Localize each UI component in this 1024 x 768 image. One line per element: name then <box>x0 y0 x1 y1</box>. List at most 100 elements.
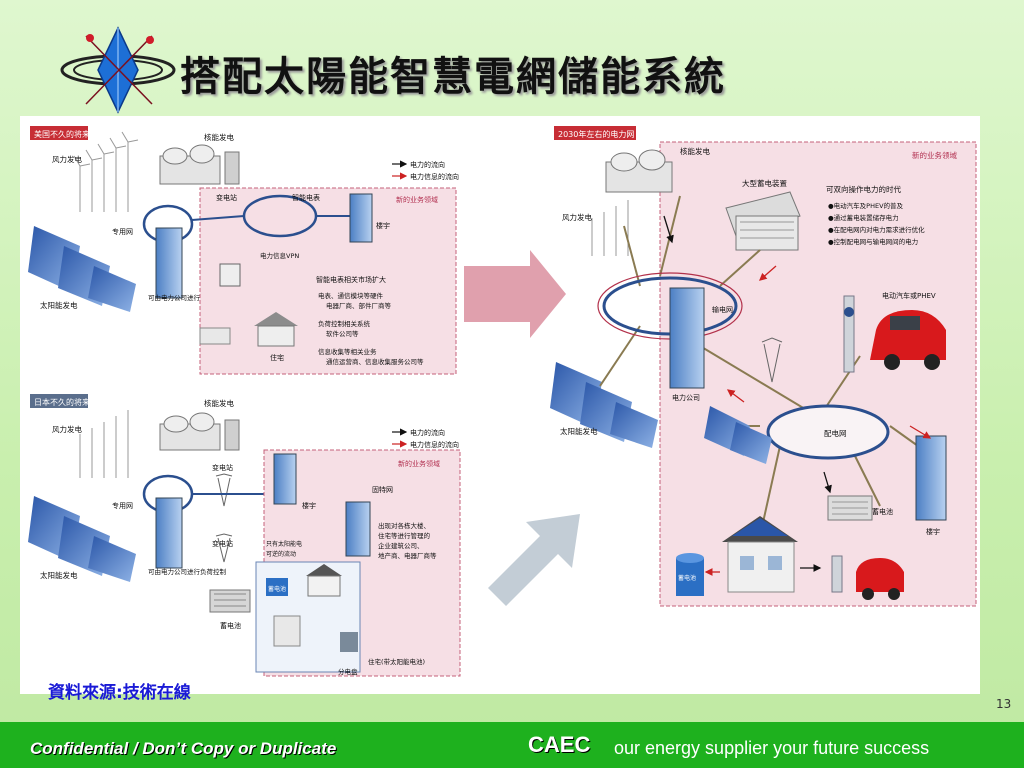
brand-name: CAEC <box>528 732 591 757</box>
jp-new-business-label: 新的业务领域 <box>398 459 440 468</box>
future-solar-label: 太阳能发电 <box>560 426 598 436</box>
us-house-label: 住宅 <box>270 353 284 362</box>
us-wind-label: 风力发电 <box>52 154 82 164</box>
us-appliance-icon <box>199 327 231 345</box>
jp-substation2-label: 变电站 <box>212 539 233 548</box>
future-bidir-title: 可双向操作电力的时代 <box>826 184 901 194</box>
jp-solar-label: 太阳能发电 <box>40 570 78 580</box>
future-substation-tower-icon <box>761 337 783 383</box>
us-house-icon <box>254 312 298 347</box>
future-storage-tank-label: 蓄电池 <box>678 574 696 582</box>
future-2030-section: 2030年左右的电力网 新的业务领域 核能发电 风力发电 太阳能发电 大型蓄电装… <box>550 126 977 607</box>
jp-dedicated-label: 专用网 <box>112 501 133 510</box>
jp-legend-power: 电力的流向 <box>410 428 445 437</box>
japan-future-section: 日本不久的将来 核能发电 风力发电 太阳能发电 专用网 可由电力公司进行负荷控制… <box>28 394 461 677</box>
jp-mgmt-line4: 地产商、电器厂商等 <box>378 551 437 560</box>
future-wind-turbines-icon <box>591 200 629 256</box>
future-transmission-label: 输电网 <box>712 305 733 314</box>
us-market-item3-detail: 通信运营商、信息收集服务公司等 <box>326 357 424 366</box>
future-feature-4: ●控制配电网与输电网间的电力 <box>828 237 918 246</box>
future-big-storage-icon <box>725 191 801 251</box>
us-header-label: 美国不久的将来 <box>34 129 90 139</box>
jp-building-label: 楼宇 <box>302 501 316 510</box>
future-solar-field-icon <box>704 406 772 464</box>
jp-solar-house-icon <box>306 564 342 597</box>
confidential-notice: Confidential / Don’t Copy or Duplicate <box>30 739 337 758</box>
jp-reverse-label: 可逆的流动 <box>266 550 296 558</box>
future-solar-panels-icon <box>550 362 658 448</box>
future-new-business-label: 新的业务领域 <box>912 150 957 160</box>
future-charging-pole-2-icon <box>831 555 843 593</box>
us-meter-device-icon <box>219 263 241 287</box>
future-distribution-label: 配电网 <box>824 428 847 438</box>
future-charging-pole-icon <box>843 295 855 373</box>
page-number: 13 <box>996 697 1012 711</box>
jp-storage-building-icon <box>209 589 251 613</box>
future-power-company-building-icon <box>669 287 705 389</box>
jp-house-solar-label: 住宅(带太阳能电池) <box>368 657 425 666</box>
jp-mgmt-building-icon <box>345 501 371 557</box>
future-building-label: 楼宇 <box>926 527 940 536</box>
us-vpn-label: 电力信息VPN <box>260 251 299 260</box>
jp-mgmt-line2: 住宅等进行管理的 <box>378 531 431 540</box>
future-ev-car-2-icon <box>856 558 904 600</box>
jp-battery-icon <box>266 578 288 596</box>
us-wind-turbines-icon <box>73 131 139 212</box>
future-nuclear-label: 核能发电 <box>680 146 710 156</box>
future-power-company-label: 电力公司 <box>672 393 700 402</box>
jp-only-solar-label: 只有太阳能电 <box>266 540 302 548</box>
jp-mgmt-line1: 出现对各栋大楼、 <box>378 521 430 530</box>
us-utility-building-icon <box>155 227 183 299</box>
jp-utility-control-label: 可由电力公司进行负荷控制 <box>148 567 227 576</box>
us-nuclear-label: 核能发电 <box>204 132 234 142</box>
source-citation: 資料來源:技術在線 <box>48 683 191 703</box>
jp-appliance-icon <box>273 615 301 647</box>
us-future-section: 美国不久的将来 核能发电 风力发电 太阳能发电 专用网 可由电力公司进行负荷控 <box>28 126 459 375</box>
us-legend-info: 电力信息的流向 <box>410 172 459 181</box>
us-building-label: 楼宇 <box>376 221 390 230</box>
jp-mgmt-line3: 企业建筑公司、 <box>378 541 424 550</box>
us-header-badge <box>30 126 88 140</box>
brand-slogan: our energy supplier your future success <box>614 738 930 758</box>
future-feature-3: ●在配电网内对电力需求进行优化 <box>828 225 925 234</box>
us-new-business-label: 新的业务领域 <box>396 195 438 204</box>
jp-utility-building-icon <box>155 497 183 569</box>
jp-substation-tower-icon <box>215 473 233 563</box>
jp-header-badge <box>30 394 88 408</box>
jp-substation-label: 变电站 <box>212 463 233 472</box>
future-big-storage-label: 大型蓄电装置 <box>742 178 787 188</box>
footer-bar: Confidential / Don’t Copy or Duplicate C… <box>0 722 1024 768</box>
us-market-item2: 负荷控制相关系统 <box>318 319 371 328</box>
future-battery-label: 蓄电池 <box>872 507 893 516</box>
future-wind-label: 风力发电 <box>562 212 592 222</box>
transition-arrow-2-icon <box>488 514 580 606</box>
us-new-business-area <box>199 187 457 375</box>
us-building-icon <box>349 193 373 243</box>
us-solar-panels-icon <box>28 226 136 312</box>
jp-fixed-net-label: 固特网 <box>372 485 393 494</box>
future-solar-house-icon <box>722 516 798 593</box>
us-market-item1: 电表、通信模块等硬件 <box>318 291 384 300</box>
future-feature-1: ●电动汽车及PHEV的普及 <box>828 201 904 210</box>
jp-storage-label: 蓄电池 <box>220 621 241 630</box>
us-market-item2-detail: 软件公司等 <box>326 329 359 338</box>
us-smart-meter-label: 智能电表 <box>292 193 320 202</box>
jp-battery-label: 蓄电池 <box>268 585 286 593</box>
us-market-item1-detail: 电器厂商、部件厂商等 <box>326 301 392 310</box>
diagram-panel: 美国不久的将来 核能发电 风力发电 太阳能发电 专用网 可由电力公司进行负荷控 <box>20 116 980 694</box>
jp-building-icon <box>273 453 297 505</box>
jp-solar-panels-icon <box>28 496 136 582</box>
atom-logo-icon <box>60 26 176 114</box>
future-flow-arrows <box>663 215 932 576</box>
us-dedicated-label: 专用网 <box>112 227 133 236</box>
us-legend-power: 电力的流向 <box>410 160 445 169</box>
us-market-item3: 信息收集等相关业务 <box>318 347 377 356</box>
us-market-title: 智能电表相关市场扩大 <box>316 275 386 284</box>
jp-legend-info: 电力信息的流向 <box>410 440 459 449</box>
smart-grid-diagram: 美国不久的将来 核能发电 风力发电 太阳能发电 专用网 可由电力公司进行负荷控 <box>28 126 977 677</box>
future-storage-tank-icon <box>676 553 704 596</box>
jp-wind-label: 风力发电 <box>52 424 82 434</box>
slide-title: 搭配太陽能智慧電網儲能系統 <box>180 54 726 100</box>
us-nuclear-plant-icon <box>159 144 240 185</box>
jp-nuclear-plant-icon <box>159 412 240 451</box>
